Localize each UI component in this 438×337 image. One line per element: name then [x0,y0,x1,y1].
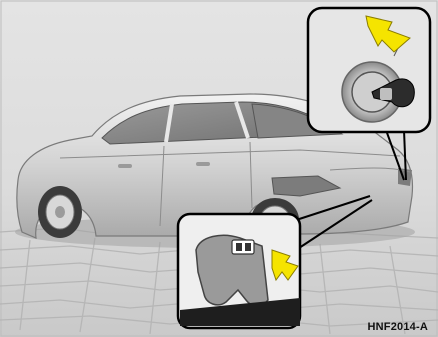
keyhole-callout [308,8,430,132]
figure-code: HNF2014-A [368,321,429,333]
lever-callout [178,214,300,328]
front-wheel [38,186,82,238]
